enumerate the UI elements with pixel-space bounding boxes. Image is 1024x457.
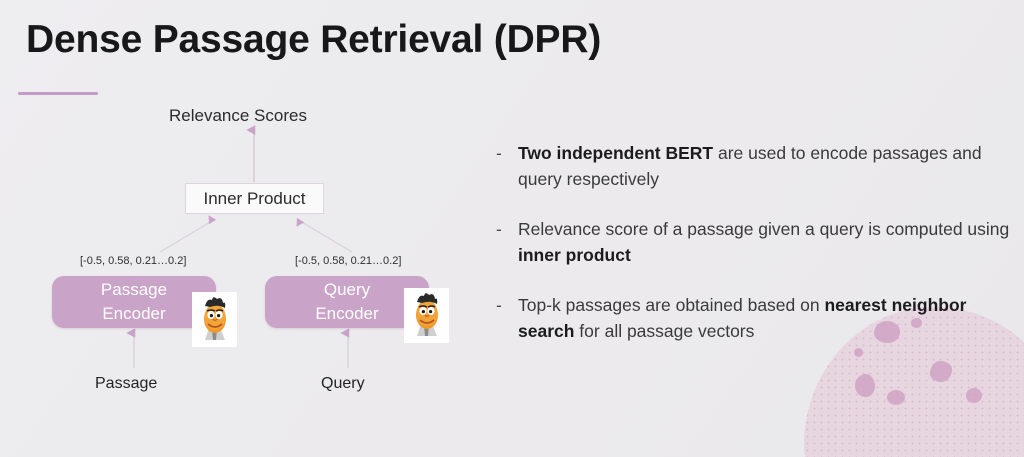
bullet-2-bold-tail: inner product <box>518 245 631 265</box>
bullet-1-bold-lead: Two independent BERT <box>518 143 714 163</box>
title-accent-rule <box>18 92 98 95</box>
input-query-label: Query <box>321 375 365 392</box>
page-title: Dense Passage Retrieval (DPR) <box>26 18 602 61</box>
bullet-3-bold-mid: nearest neighbor search <box>518 295 967 341</box>
passage-encoder-label-line2: Encoder <box>102 304 166 323</box>
query-encoder-node: Query Encoder <box>265 276 429 328</box>
passage-vector-label: [-0.5, 0.58, 0.21…0.2] <box>80 255 187 267</box>
input-passage-label: Passage <box>95 375 158 392</box>
passage-encoder-label-line1: Passage <box>100 280 168 299</box>
bullet-list: -Two independent BERT are used to encode… <box>494 140 1018 368</box>
bullet-item-2: -Relevance score of a passage given a qu… <box>494 216 1018 268</box>
blob-speck <box>887 390 905 405</box>
bert-character-image-query <box>404 288 449 343</box>
bullet-item-3: -Top-k passages are obtained based on ne… <box>494 292 1018 344</box>
dpr-architecture-diagram: Relevance Scores Inner Product [-0.5, 0.… <box>0 0 500 457</box>
bullet-marker: - <box>496 219 502 239</box>
passage-encoder-label: Passage Encoder <box>101 278 167 326</box>
query-encoder-label-line1: Query <box>323 280 371 299</box>
arrow-query-vector-to-inner-product <box>296 217 353 253</box>
bullet-marker: - <box>496 295 502 315</box>
bullet-2-lead: Relevance score of a passage given a que… <box>518 219 1010 239</box>
bullet-1-rest: are used to encode passages and query re… <box>518 143 982 189</box>
bert-character-image-passage <box>192 292 237 347</box>
query-encoder-label: Query Encoder <box>315 278 378 326</box>
blob-speck <box>855 374 875 397</box>
bullet-marker: - <box>496 143 502 163</box>
bullet-item-1: -Two independent BERT are used to encode… <box>494 140 1018 192</box>
blob-speck <box>966 388 982 403</box>
diagram-arrows <box>126 125 353 368</box>
bullet-3-tail: for all passage vectors <box>574 321 755 341</box>
relevance-scores-label: Relevance Scores <box>169 106 307 125</box>
query-vector-label: [-0.5, 0.58, 0.21…0.2] <box>295 255 402 267</box>
inner-product-node: Inner Product <box>185 183 324 214</box>
inner-product-label: Inner Product <box>203 188 306 208</box>
query-encoder-label-line2: Encoder <box>315 304 379 323</box>
passage-encoder-node: Passage Encoder <box>52 276 216 328</box>
bullet-3-lead: Top-k passages are obtained based on <box>518 295 825 315</box>
arrow-passage-vector-to-inner-product <box>159 215 217 253</box>
